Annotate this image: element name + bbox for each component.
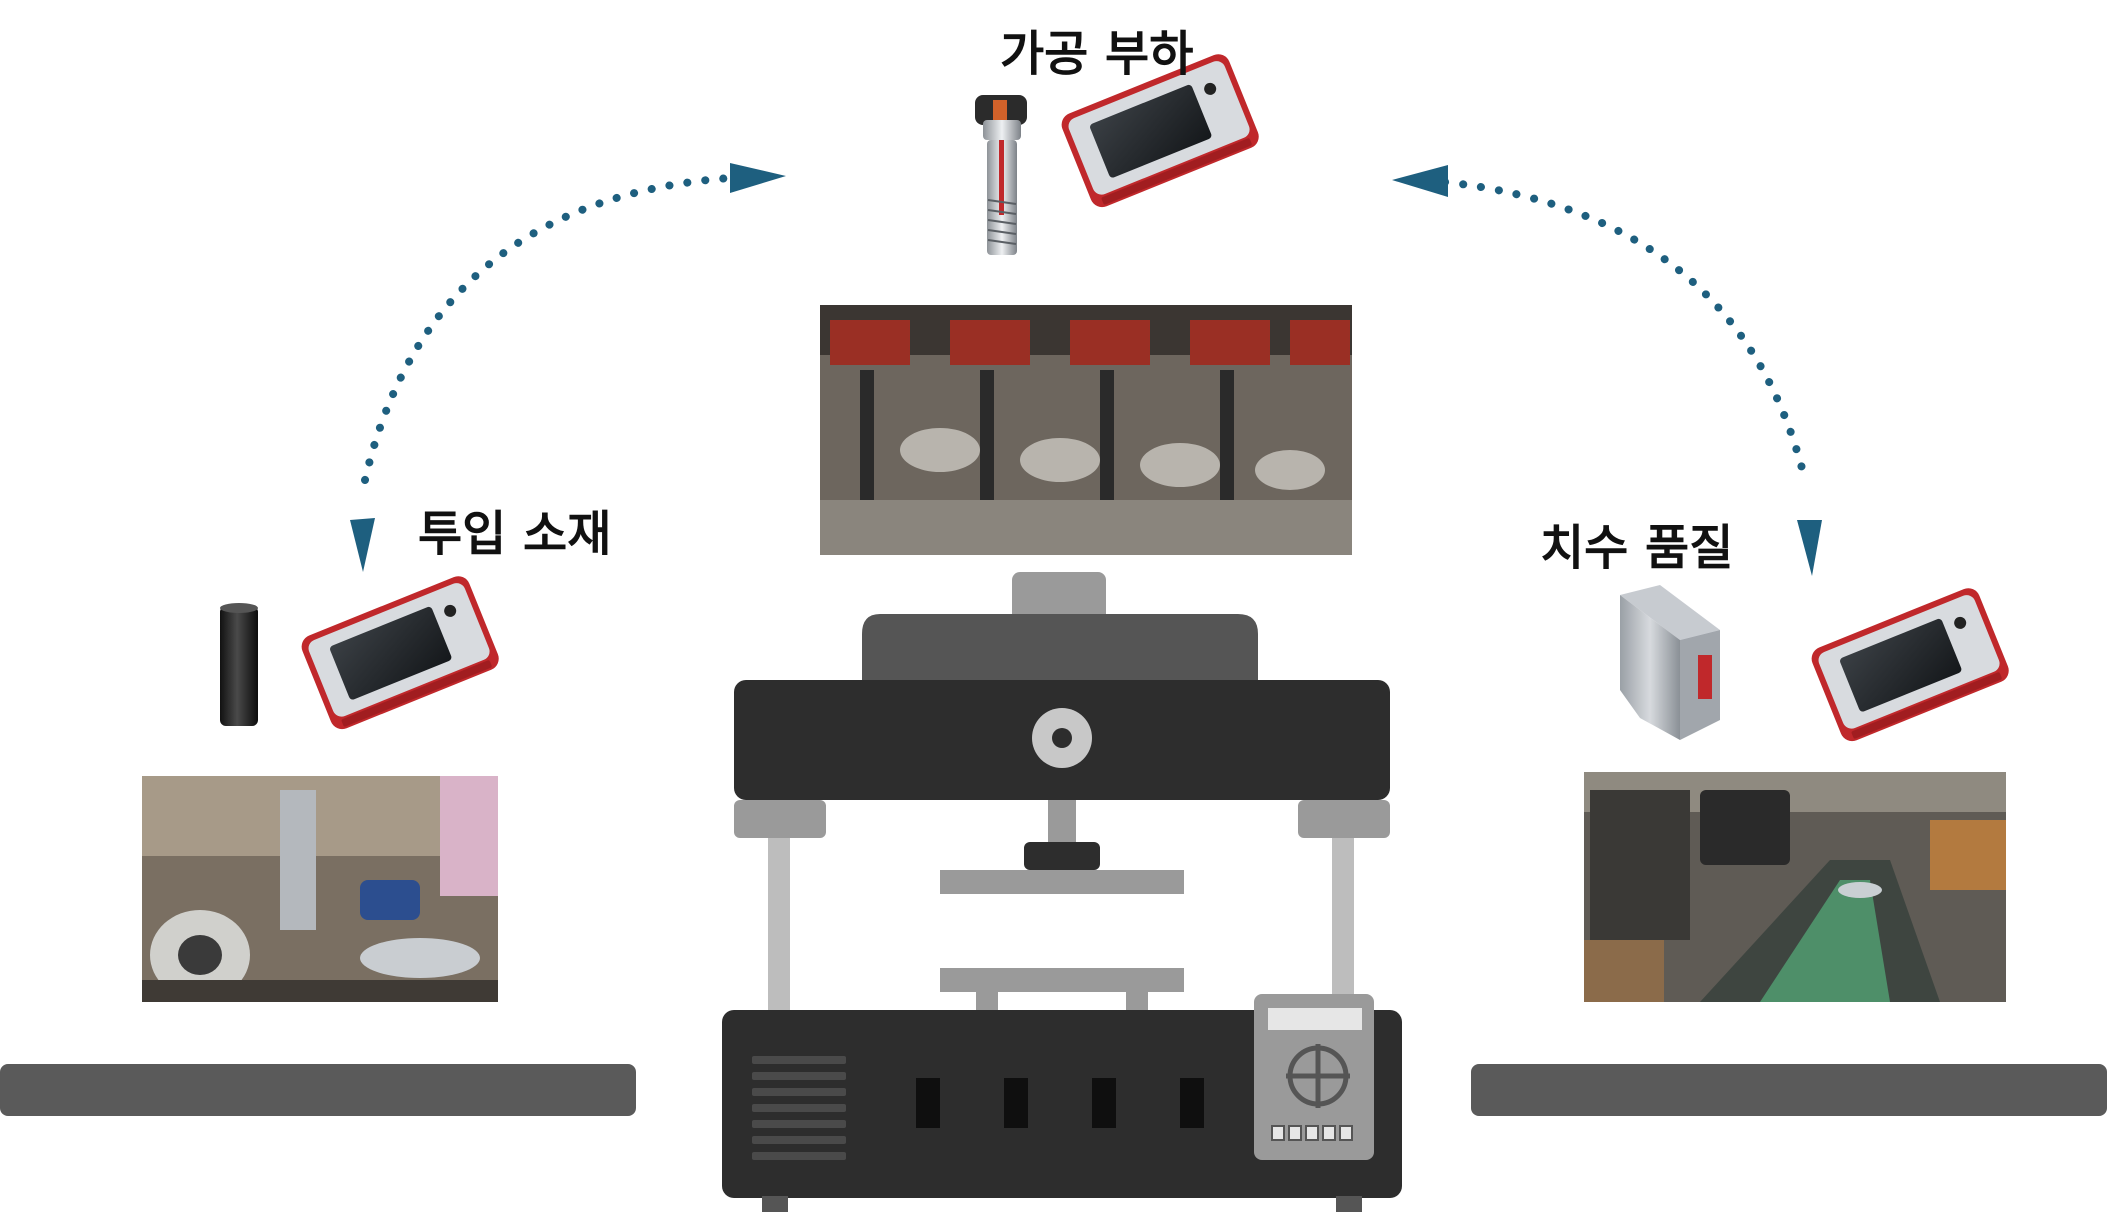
data-logger-icon: [301, 576, 499, 730]
left-conveyor-bar: [0, 1064, 636, 1116]
arrow-head-right: [730, 163, 786, 193]
processing-load-label: 가공 부하: [1000, 26, 1194, 82]
press-machine-icon: [722, 572, 1402, 1212]
dimension-quality-label: 치수 품질: [1540, 520, 1734, 576]
load-sensor-icon: [975, 95, 1027, 255]
arrow-head-down-left: [350, 518, 375, 572]
left-feedback-arrow: [350, 163, 786, 572]
input-material-label: 투입 소재: [418, 506, 612, 562]
laser-distance-sensor-icon: [1620, 585, 1720, 740]
arrow-head-left: [1392, 165, 1448, 197]
data-logger-icon: [1061, 54, 1259, 208]
right-conveyor-bar: [1471, 1064, 2107, 1116]
conveyor-inspection-photo: [1584, 772, 2006, 1002]
data-logger-icon: [1811, 588, 2009, 742]
cylinder-sensor-icon: [220, 603, 258, 726]
right-feedback-arrow: [1392, 165, 1822, 576]
press-die-photo: [820, 305, 1352, 555]
material-feeder-photo: [142, 776, 498, 1002]
arrow-head-down-right: [1797, 520, 1822, 576]
